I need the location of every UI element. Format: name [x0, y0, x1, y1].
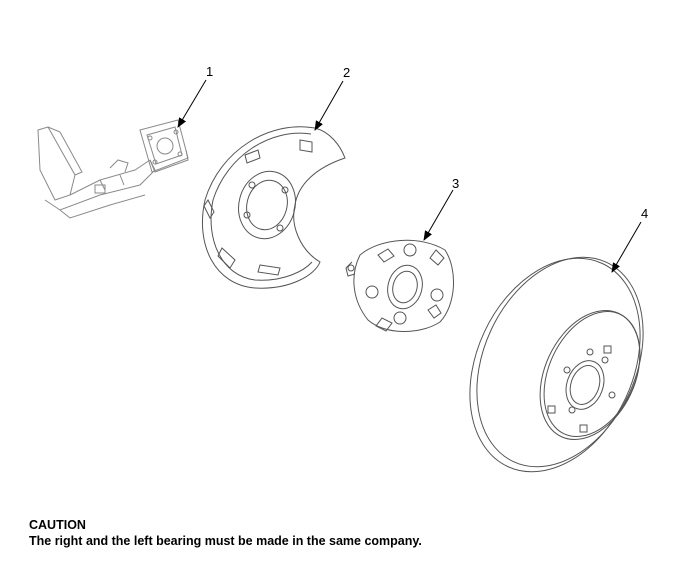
dust-cover-illustration	[201, 126, 346, 289]
caution-note: CAUTION The right and the left bearing m…	[29, 517, 422, 549]
callout-1: 1	[177, 64, 213, 128]
callout-3: 3	[423, 176, 459, 241]
callout-2: 2	[314, 65, 350, 131]
brake-disc-illustration	[469, 256, 644, 473]
callout-number-3: 3	[452, 176, 459, 191]
leader-line-3	[423, 189, 454, 241]
caution-text: The right and the left bearing must be m…	[29, 534, 422, 548]
callout-number-4: 4	[641, 206, 648, 221]
callout-4: 4	[611, 206, 648, 273]
hub-bearing-illustration	[345, 239, 454, 332]
leader-line-1	[177, 79, 207, 128]
knuckle-illustration	[37, 119, 189, 219]
leader-line-2	[314, 80, 344, 131]
leader-line-4	[611, 221, 642, 273]
caution-title: CAUTION	[29, 518, 86, 532]
callout-number-1: 1	[206, 64, 213, 79]
callout-number-2: 2	[343, 65, 350, 80]
